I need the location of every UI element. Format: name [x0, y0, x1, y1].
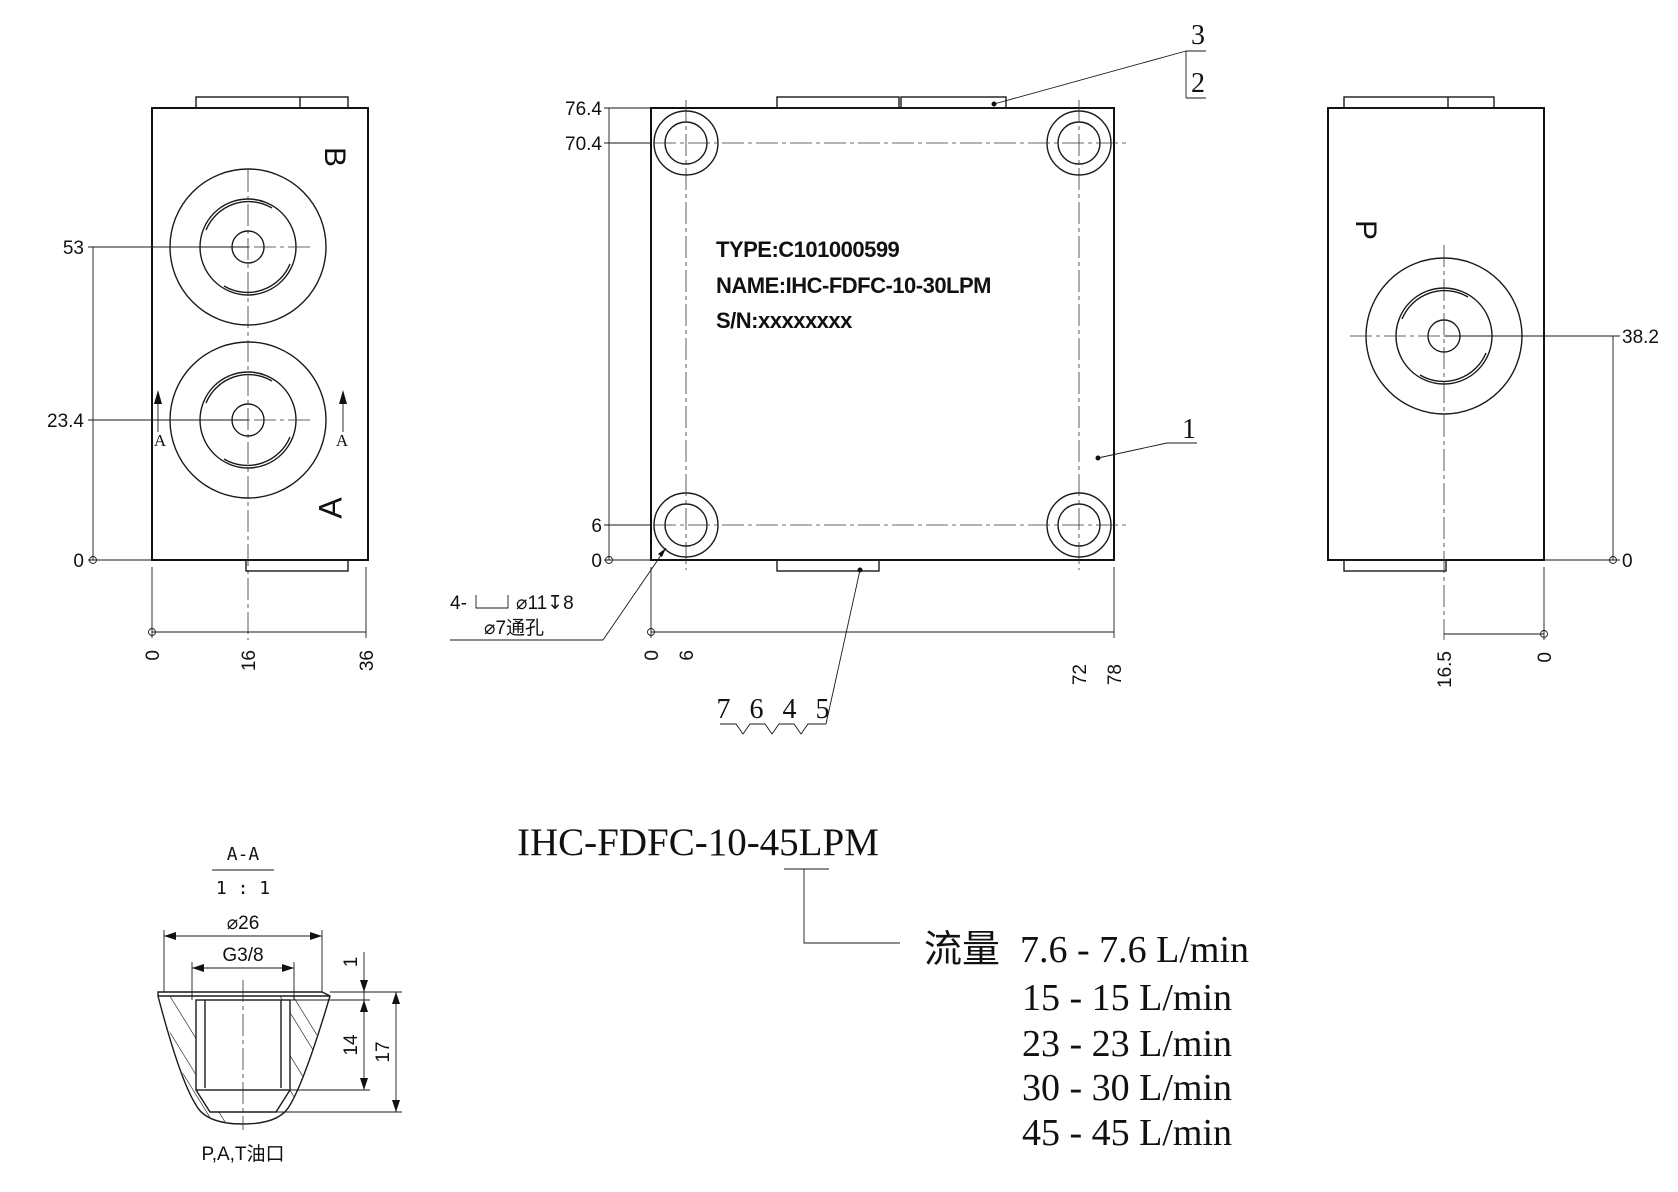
nameplate-type: TYPE:C101000599 [716, 237, 900, 262]
flow-option-3: 23 - 23 L/min [1022, 1023, 1232, 1065]
flow-option-5: 45 - 45 L/min [1022, 1112, 1232, 1154]
dim-53: 53 [63, 238, 84, 259]
right-body [1327, 107, 1545, 561]
dim-76-4: 76.4 [565, 99, 602, 120]
dim-0-center-horiz: 0 [642, 650, 663, 661]
left-bottom-cap [245, 559, 349, 572]
nameplate-name: NAME:IHC-FDFC-10-30LPM [716, 273, 991, 298]
center-top-cap-right [900, 96, 1007, 109]
model-code-text: IHC-FDFC-10-45LPM [517, 821, 879, 864]
dim-72: 72 [1070, 664, 1091, 685]
flow-option-1: 7.6 - 7.6 L/min [1020, 929, 1249, 971]
flow-label: 流量 [924, 929, 1000, 971]
dim-23-4: 23.4 [47, 411, 84, 432]
flow-option-4: 30 - 30 L/min [1022, 1067, 1232, 1109]
dim-6-horiz: 6 [677, 650, 698, 661]
flow-option-2: 15 - 15 L/min [1022, 977, 1232, 1019]
left-top-cap [195, 96, 349, 109]
dim-0-vert: 0 [73, 551, 84, 572]
dim-16: 16 [239, 650, 260, 671]
svg-text:1: 1 [1182, 414, 1196, 445]
hole-note-counterbore: ⌀11↧8 [516, 593, 574, 614]
balloon-7645: 7 6 4 5 [717, 567, 863, 735]
section-depth-17: 17 [373, 1041, 394, 1062]
dim-0-horiz: 0 [143, 650, 164, 661]
right-view: P 38.2 0 16.5 0 [1327, 96, 1659, 688]
section-dia-outer: ⌀26 [227, 913, 260, 934]
section-caption: P,A,T油口 [201, 1143, 284, 1165]
section-aa: A-A 1 : 1 ⌀26 [157, 844, 402, 1165]
right-top-cap [1343, 96, 1495, 109]
section-marker-right: A [336, 390, 349, 450]
port-p-label: P [1349, 220, 1382, 240]
center-view: TYPE:C101000599 NAME:IHC-FDFC-10-30LPM S… [450, 20, 1206, 735]
svg-text:7 6 4 5: 7 6 4 5 [717, 694, 836, 725]
right-bottom-cap [1343, 559, 1447, 572]
section-marker-left: A [154, 390, 167, 450]
dim-16-5: 16.5 [1435, 651, 1456, 688]
balloon-3: 3 [1191, 20, 1205, 51]
dim-36: 36 [357, 650, 378, 671]
balloon-2: 2 [1191, 68, 1205, 99]
svg-text:A: A [154, 431, 167, 450]
balloon-3-2: 3 2 [991, 20, 1206, 107]
port-b-label: B [318, 147, 351, 167]
hole-note: 4- ⌀11↧8 ⌀7通孔 [450, 547, 667, 641]
section-depth-1: 1 [341, 957, 362, 968]
svg-text:A: A [336, 431, 349, 450]
dim-70-4: 70.4 [565, 134, 602, 155]
dim-0-right-horiz: 0 [1535, 652, 1556, 663]
section-depth-14: 14 [341, 1034, 362, 1056]
left-view: B A A A 53 23.4 0 0 16 36 [47, 96, 378, 671]
dim-38-2: 38.2 [1622, 327, 1659, 348]
balloon-1: 1 [1095, 414, 1197, 461]
port-a-label: A [312, 497, 348, 519]
dim-78: 78 [1105, 664, 1126, 685]
section-scale: 1 : 1 [216, 878, 270, 899]
center-body [650, 107, 1115, 561]
nameplate-sn: S/N:xxxxxxxx [716, 308, 853, 333]
center-top-cap-left [776, 96, 900, 109]
section-title: A-A [227, 844, 260, 865]
section-thread: G3/8 [222, 945, 263, 966]
dim-0-right-vert: 0 [1622, 551, 1633, 572]
left-body [151, 107, 369, 561]
dim-6-vert: 6 [591, 516, 602, 537]
hole-note-prefix: 4- [450, 593, 467, 614]
model-code: IHC-FDFC-10-45LPM 流量 7.6 - 7.6 L/min 15 … [517, 821, 1249, 1154]
center-bottom-cap [776, 559, 880, 572]
dim-0-center-vert: 0 [591, 551, 602, 572]
hole-note-through: ⌀7通孔 [484, 617, 544, 639]
